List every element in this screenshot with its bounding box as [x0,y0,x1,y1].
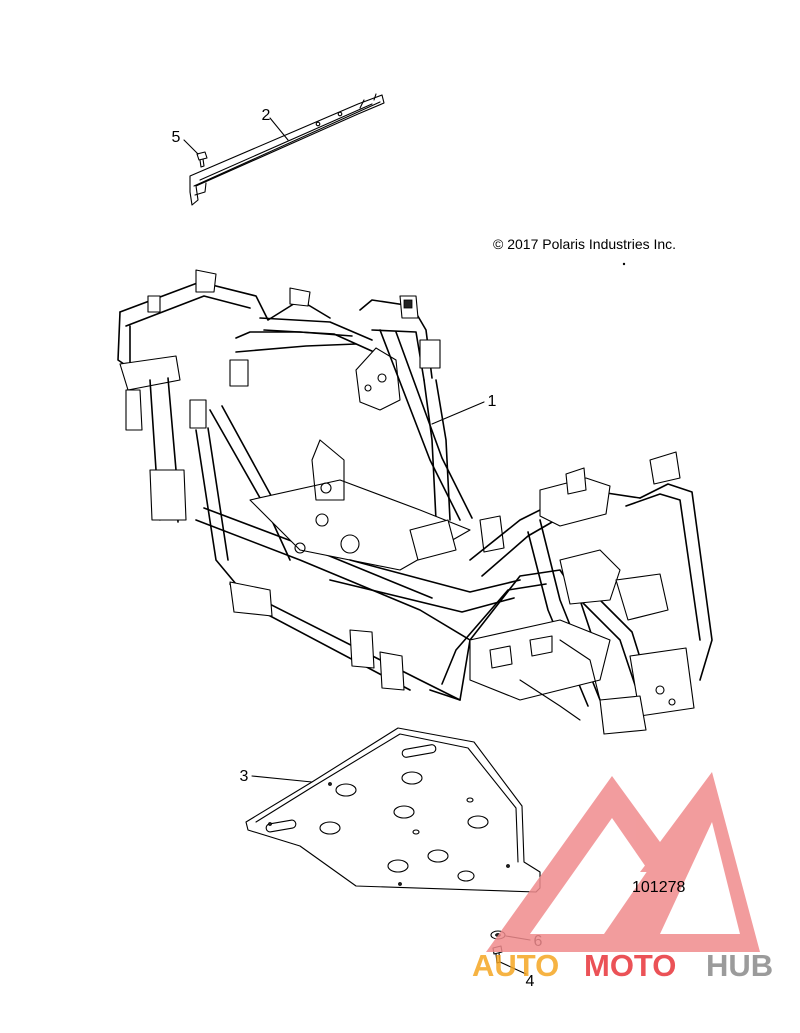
callout-3: 3 [240,768,249,785]
diagram-number: 101278 [632,879,685,896]
callout-5: 5 [172,129,181,146]
part-5-bolt [196,151,208,168]
callout-4: 4 [526,973,535,990]
part-3-skid-plate [245,727,541,893]
part-2-rail [189,93,385,206]
callout-2: 2 [262,107,271,124]
watermark-brand-hub: HUB [706,948,773,983]
watermark-brand-auto: AUTO [472,948,559,983]
copyright-text: © 2017 Polaris Industries Inc. [493,236,676,252]
watermark-brand-moto: MOTO [584,948,676,983]
callout-1: 1 [488,393,497,410]
watermark-logo: AUTO MOTO HUB [472,772,773,983]
part-1-frame [117,269,713,735]
leader-lines [183,117,531,975]
